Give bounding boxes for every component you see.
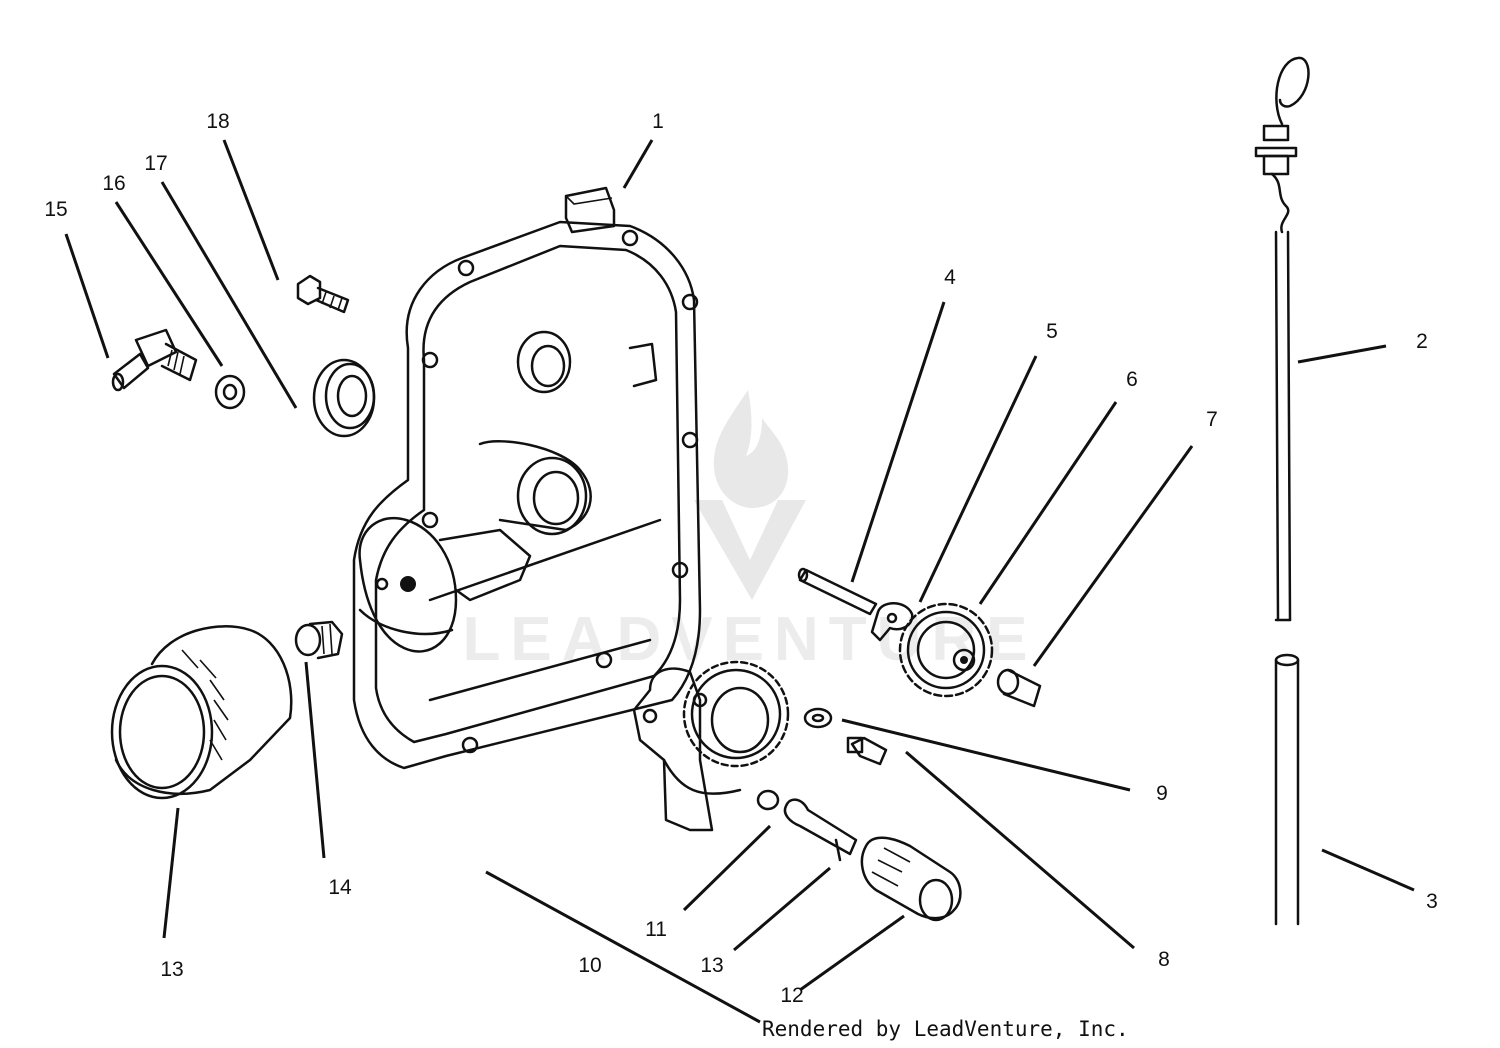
gear-cover bbox=[352, 186, 702, 770]
leader-lines bbox=[64, 139, 1415, 1024]
oil-pump-gear bbox=[898, 602, 994, 698]
label-2: 2 bbox=[1416, 330, 1428, 353]
label-10: 10 bbox=[578, 954, 601, 977]
label-12: 12 bbox=[780, 984, 803, 1007]
label-5: 5 bbox=[1046, 320, 1058, 343]
oil-seal bbox=[312, 358, 376, 438]
clip bbox=[870, 602, 914, 642]
callout-labels: 1 2 3 4 5 6 7 8 9 10 11 12 13 13 14 15 1… bbox=[44, 110, 1438, 1007]
label-15: 15 bbox=[44, 198, 67, 221]
oil-pickup bbox=[783, 798, 962, 922]
label-6: 6 bbox=[1126, 368, 1138, 391]
label-7: 7 bbox=[1206, 408, 1218, 431]
drain-plug bbox=[294, 620, 344, 660]
label-3: 3 bbox=[1426, 890, 1438, 913]
dipstick bbox=[1254, 56, 1310, 926]
label-4: 4 bbox=[944, 266, 956, 289]
render-credit: Rendered by LeadVenture, Inc. bbox=[762, 1017, 1129, 1041]
fitting-washer bbox=[214, 374, 246, 410]
oil-pump bbox=[632, 660, 790, 832]
label-11: 11 bbox=[645, 918, 667, 941]
o-ring bbox=[756, 789, 780, 811]
elbow-fitting bbox=[111, 328, 198, 392]
label-18: 18 bbox=[206, 110, 229, 133]
pin bbox=[996, 668, 1042, 708]
washer bbox=[803, 707, 833, 729]
label-8: 8 bbox=[1158, 948, 1170, 971]
label-1: 1 bbox=[652, 110, 664, 133]
watermark: LEADVENTURE bbox=[462, 390, 1028, 674]
screw bbox=[846, 736, 888, 766]
label-16: 16 bbox=[102, 172, 125, 195]
label-13-pickup: 13 bbox=[700, 954, 723, 977]
shaft-pin bbox=[797, 567, 878, 616]
label-17: 17 bbox=[144, 152, 167, 175]
oil-filter bbox=[110, 625, 293, 800]
label-13-filter: 13 bbox=[160, 958, 183, 981]
label-9: 9 bbox=[1156, 782, 1168, 805]
label-14: 14 bbox=[328, 876, 352, 899]
bolt bbox=[296, 274, 350, 314]
